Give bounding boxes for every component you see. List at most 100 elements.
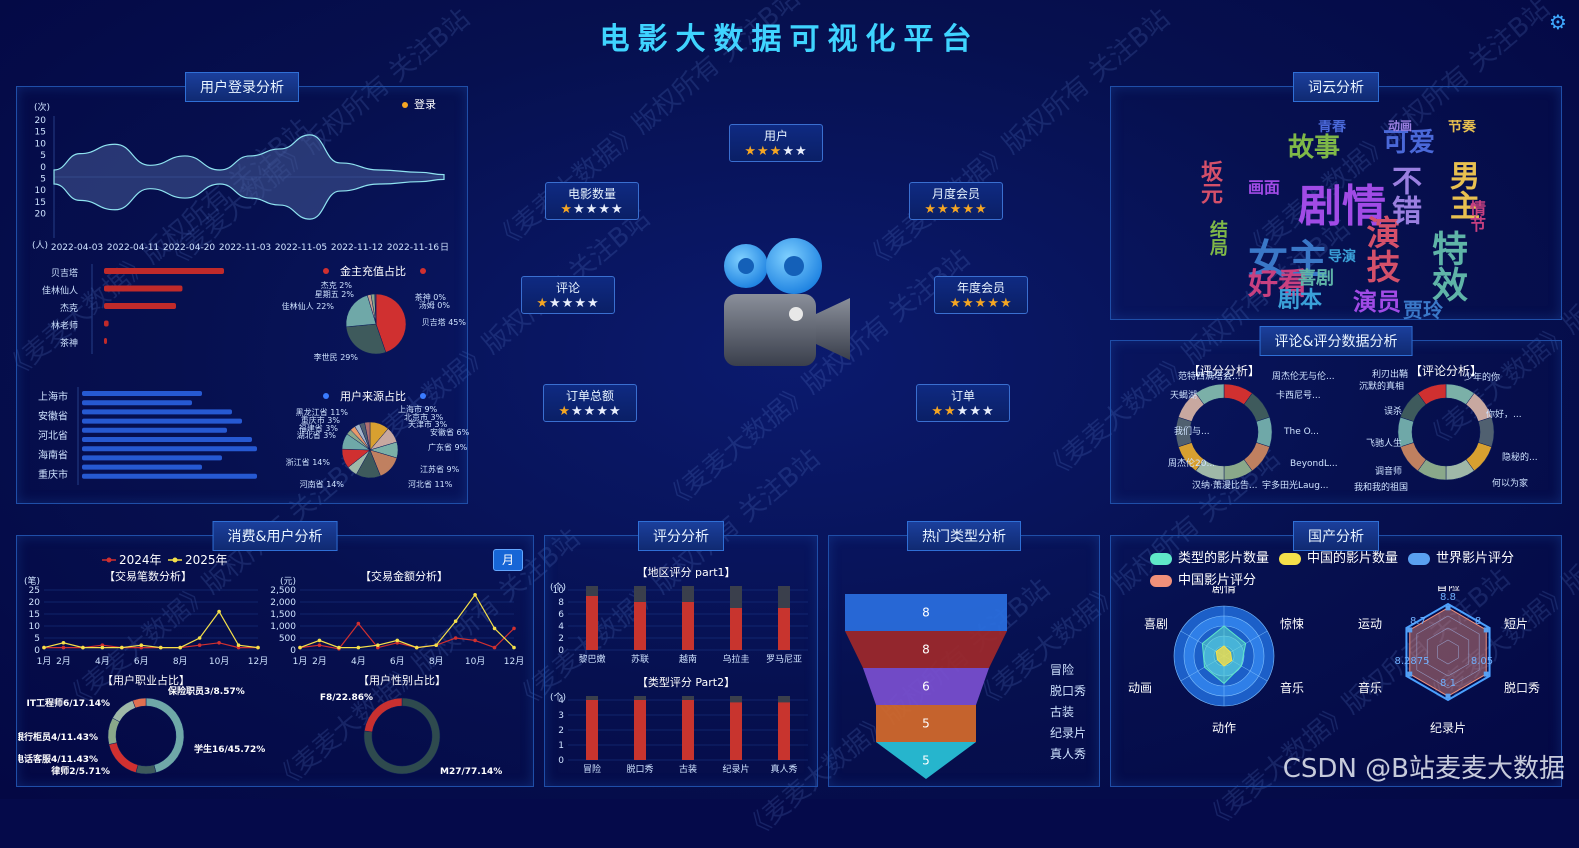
bar-category-label: 安徽省 — [38, 410, 68, 423]
kpi-card[interactable]: 评论★★★★★ — [521, 276, 615, 314]
legend-dot — [323, 268, 329, 274]
legend-swatch — [1279, 552, 1302, 565]
pie-slice-label: 安徽省 6% — [430, 427, 470, 437]
y-tick-label: 4 — [558, 622, 564, 632]
kpi-label: 订单 — [950, 389, 975, 403]
consume-pie-charts: 【用户职业占比】【用户性别占比】学生16/45.72%保险职员3/8.57%IT… — [18, 673, 502, 777]
bar — [586, 596, 598, 650]
legend-item[interactable]: 中国影片评分 — [1150, 570, 1256, 592]
y-tick-label: 2 — [558, 634, 564, 644]
radar-axis-label: 剧情 — [1212, 586, 1236, 595]
funnel-segment — [845, 631, 1007, 668]
star-icon: ★ — [944, 404, 957, 419]
kpi-card[interactable]: 订单★★★★★ — [916, 384, 1010, 422]
funnel-value-label: 5 — [922, 754, 930, 768]
series-line — [43, 610, 259, 649]
radar-point — [1407, 671, 1413, 677]
radar-value-label: 8.1 — [1440, 678, 1456, 689]
bar — [82, 455, 222, 461]
bar — [82, 409, 232, 415]
month-toggle-button[interactable]: 月 — [493, 549, 523, 571]
pie-slice — [132, 697, 147, 709]
word-cloud-word: 不错 — [1386, 165, 1421, 225]
pie-slice — [1256, 416, 1273, 448]
chart-title: 【类型评分 Part2】 — [637, 675, 735, 689]
star-icon: ★ — [937, 202, 950, 217]
pie-slice-label: 河南省 14% — [300, 479, 345, 489]
series-line — [44, 642, 258, 649]
legend-label: 中国影片评分 — [1178, 573, 1257, 588]
y-tick-label: 10 — [35, 139, 47, 149]
bar — [682, 602, 694, 650]
legend-item[interactable]: 世界影片评分 — [1408, 548, 1514, 570]
kpi-card[interactable]: 月度会员★★★★★ — [909, 182, 1003, 220]
pie-title: 金主充值占比 — [340, 264, 406, 278]
star-icon: ★ — [974, 296, 988, 311]
y-axis-unit: (个) — [550, 582, 566, 593]
star-icon: ★ — [769, 144, 783, 159]
star-icon: ★ — [536, 296, 550, 311]
bar-category-label: 林老师 — [51, 320, 78, 332]
bar-category-label: 佳林仙人 — [42, 285, 78, 297]
login-panel-title: 用户登录分析 — [185, 72, 299, 102]
radar-axis-label: 短片 — [1504, 617, 1528, 631]
y-tick-label: 25 — [29, 586, 40, 596]
star-icon: ★ — [956, 404, 970, 419]
series-point — [236, 643, 241, 647]
hot-panel-title: 热门类型分析 — [907, 521, 1021, 551]
y-tick-label: 5 — [34, 634, 40, 644]
radar-series-area — [1215, 645, 1233, 667]
login-series-area — [53, 134, 445, 220]
kpi-stars: ★★★★★ — [910, 202, 1002, 217]
y-tick-label: 6 — [558, 610, 564, 620]
pie-slice-label: 贝吉塔 45% — [422, 317, 467, 327]
x-tick-label: 真人秀 — [770, 763, 797, 775]
camera-icon — [724, 238, 850, 366]
x-tick-label: 日 — [440, 242, 449, 253]
series-point — [120, 645, 124, 650]
pie-slice — [345, 323, 387, 355]
donut-label: 误杀 — [1384, 405, 1402, 417]
word-cloud-word: 演技 — [1360, 215, 1400, 283]
x-tick-label: 2022-04-20 — [163, 243, 216, 253]
pie-slice — [108, 742, 139, 773]
kpi-card[interactable]: 订单总额★★★★★ — [543, 384, 637, 422]
funnel-value-label: 8 — [922, 643, 930, 657]
kpi-label: 年度会员 — [956, 281, 1005, 295]
word-cloud-word: 动画 — [1388, 120, 1413, 133]
x-tick-label: 6月 — [134, 656, 149, 667]
pie-slice-label: 李世民 29% — [314, 352, 359, 362]
donut-label: 调音师 — [1375, 465, 1402, 477]
kpi-card[interactable]: 用户★★★★★ — [729, 124, 823, 162]
pie-slice — [375, 293, 407, 353]
series-point — [217, 641, 221, 645]
x-tick-label: 2月 — [312, 656, 327, 667]
kpi-card[interactable]: 电影数量★★★★★ — [545, 182, 639, 220]
word-cloud-word: 贾玲 — [1403, 298, 1443, 322]
pie-slice-label: 湖北省 3% — [297, 430, 337, 440]
y-tick-label: 10 — [553, 586, 565, 596]
pie-slice-label: M27/77.14% — [440, 767, 502, 777]
pie-slice — [135, 764, 157, 775]
legend-item[interactable]: 中国的影片数量 — [1279, 548, 1398, 570]
star-icon: ★ — [794, 144, 808, 159]
bar-category-label: 河北省 — [38, 429, 68, 442]
y-tick-label: 500 — [279, 634, 296, 644]
legend-item[interactable]: 类型的影片数量 — [1150, 548, 1269, 570]
pie-slice-label: F8/22.86% — [320, 693, 373, 703]
bar — [104, 338, 107, 344]
x-tick-label: 10月 — [209, 656, 229, 667]
series-point — [492, 645, 497, 650]
pie-slice-label: 学生16/45.72% — [194, 743, 265, 755]
x-tick-label: 12月 — [248, 656, 268, 667]
x-tick-label: 12月 — [504, 656, 524, 667]
gear-icon[interactable]: ⚙ — [1549, 10, 1567, 34]
legend-swatch — [1150, 552, 1172, 565]
x-tick-label: 2022-04-11 — [107, 243, 159, 253]
kpi-card[interactable]: 年度会员★★★★★ — [934, 276, 1028, 314]
word-cloud-word: 可爱 — [1383, 128, 1436, 158]
pie-slice-label: 上海市 9% — [398, 404, 438, 414]
x-tick-label: 苏联 — [631, 653, 649, 665]
pie-slice-label: 保险职员3/8.57% — [167, 685, 245, 697]
